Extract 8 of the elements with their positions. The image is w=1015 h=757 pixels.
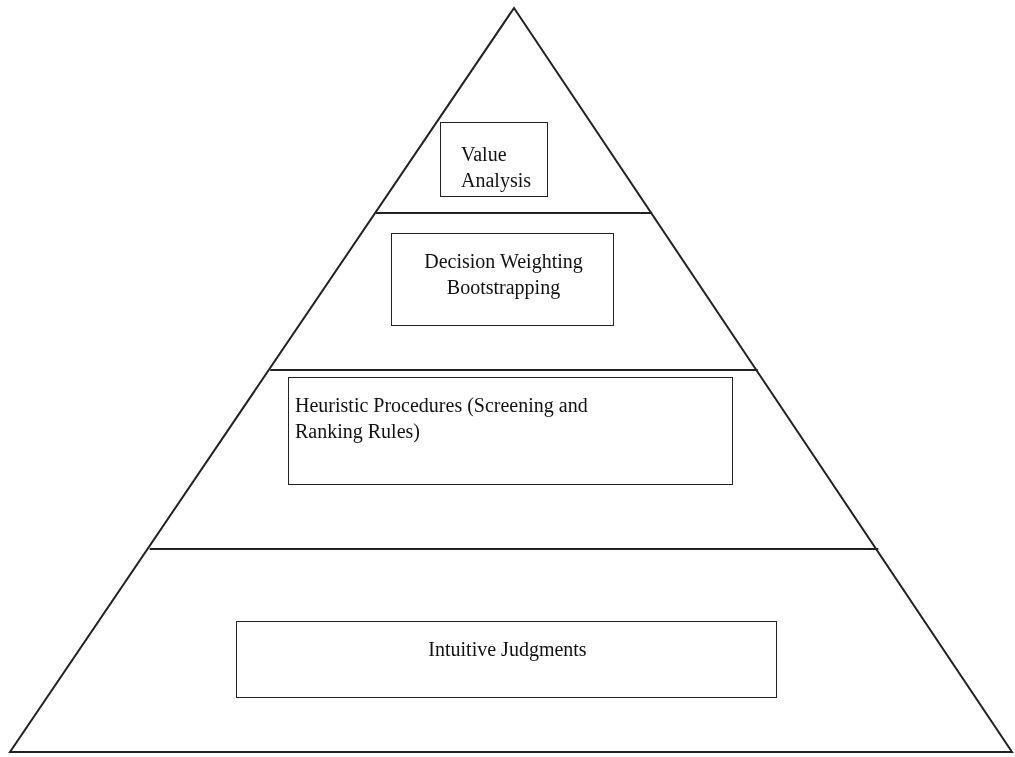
tier-label: Value Analysis: [461, 142, 532, 193]
label-box: [288, 377, 733, 485]
tier-label: Intuitive Judgments: [427, 637, 588, 662]
label-box: [236, 621, 777, 698]
tier-label: Decision Weighting Bootstrapping: [423, 249, 584, 300]
tier-label: Heuristic Procedures (Screening and Ranking Rules): [295, 393, 589, 444]
label-box: [391, 233, 614, 326]
label-box: [440, 122, 548, 197]
